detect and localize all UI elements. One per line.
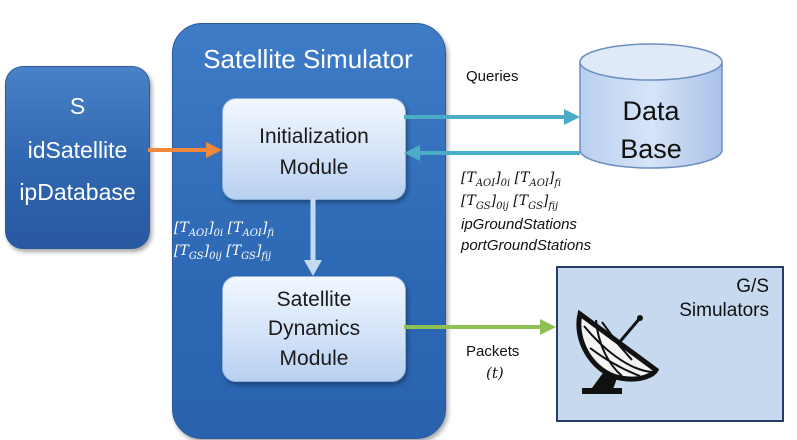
satellite-dynamics-module: Satellite Dynamics Module xyxy=(222,276,406,382)
internal-params-line-1: [TAOI]0i [TAOI]fi xyxy=(174,220,274,239)
internal-arrow xyxy=(304,198,322,276)
initialization-module: Initialization Module xyxy=(222,98,406,200)
packets-time-label: (t) xyxy=(486,364,504,382)
init-module-label-1: Initialization xyxy=(259,125,369,148)
dyn-module-label-3: Module xyxy=(279,347,349,370)
gs-label-1: G/S xyxy=(736,276,769,297)
dyn-module-label-2: Dynamics xyxy=(267,317,361,340)
input-arrow xyxy=(148,142,222,158)
param-ipdatabase: ipDatabase xyxy=(19,179,136,205)
database-label-1: Data xyxy=(622,96,680,126)
return-params-line-1: [TAOI]0i [TAOI]fi xyxy=(461,170,561,189)
internal-params-line-2: [TGS]0ij [TGS]fij xyxy=(174,243,272,262)
queries-label: Queries xyxy=(466,68,519,85)
satellite-params-box: S idSatellite ipDatabase xyxy=(5,66,150,249)
dyn-module-label-1: Satellite xyxy=(276,288,352,311)
gs-label-2: Simulators xyxy=(679,300,769,321)
database-label: Data Base xyxy=(580,92,722,168)
queries-arrow xyxy=(404,109,580,125)
param-idsatellite: idSatellite xyxy=(27,137,128,163)
database-cylinder xyxy=(579,43,723,169)
packets-arrow xyxy=(404,319,556,335)
satellite-simulator-title: Satellite Simulator xyxy=(203,44,413,74)
init-module-label-2: Module xyxy=(279,156,349,179)
database-label-2: Base xyxy=(620,134,682,164)
satellite-dish-icon xyxy=(576,309,660,394)
gs-simulators-label: G/S Simulators xyxy=(679,275,769,323)
response-arrow xyxy=(404,145,580,161)
return-params-line-2: [TGS]0ij [TGS]fij xyxy=(461,193,559,212)
return-params-line-3: ipGroundStations xyxy=(461,216,577,233)
return-params-line-4: portGroundStations xyxy=(461,237,592,254)
packets-label: Packets xyxy=(466,343,520,360)
param-s: S xyxy=(69,93,86,119)
